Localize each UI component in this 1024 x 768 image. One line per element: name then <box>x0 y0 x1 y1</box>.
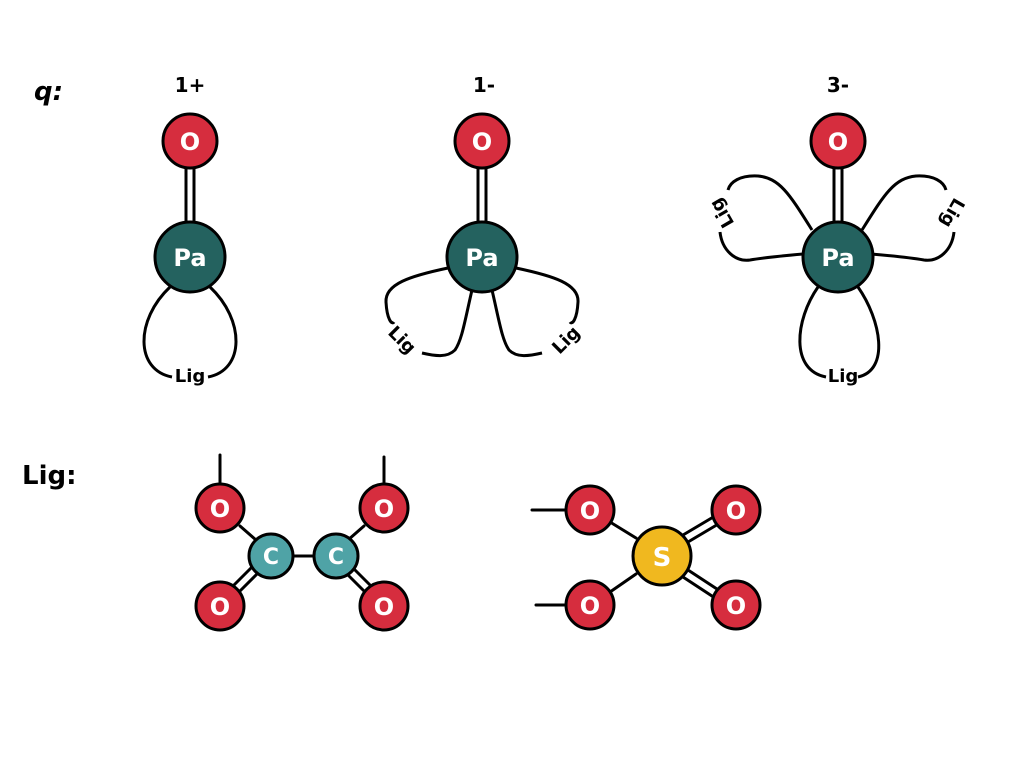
oxygen-atom <box>194 580 246 632</box>
single-bond <box>608 572 638 594</box>
carbon-atom-label: C <box>328 545 344 570</box>
ligand-loop-2a <box>384 266 474 358</box>
ligand-label-3b: Lig <box>935 194 968 231</box>
oxygen-atom <box>194 482 246 534</box>
oxygen-atom-label: O <box>472 128 492 156</box>
double-bond <box>686 521 722 544</box>
double-bond <box>686 568 722 593</box>
ligand-label-1a: Lig <box>175 366 206 387</box>
ligand-label-2b: Lig <box>548 322 584 358</box>
ligand-label-3a: Lig <box>706 194 739 231</box>
oxygen-atom <box>564 484 616 536</box>
ligand-label-3c: Lig <box>828 366 859 387</box>
double-bond <box>232 564 255 587</box>
carbon-atom <box>247 532 295 580</box>
carbon-atom <box>312 532 360 580</box>
oxygen-atom-label: O <box>726 497 746 525</box>
ligand-loop-3a <box>718 174 814 262</box>
oxygen-atom <box>358 482 410 534</box>
single-bond <box>238 524 258 542</box>
oxygen-atom-label: O <box>180 128 200 156</box>
oxygen-atom-label: O <box>828 128 848 156</box>
sulfur-atom <box>631 525 693 587</box>
oxygen-atom <box>453 112 511 170</box>
charge-label-1: 1+ <box>175 73 206 97</box>
oxygen-atom-label: O <box>210 593 230 621</box>
ligand-row-label: Lig: <box>22 461 77 491</box>
sulfate-ligand: O O O O S <box>530 484 762 631</box>
oxygen-atom <box>358 580 410 632</box>
protactinium-atom-label: Pa <box>465 244 498 272</box>
oxygen-atom-label: O <box>374 495 394 523</box>
oxygen-atom <box>710 579 762 631</box>
ligand-loop-3b <box>860 174 956 262</box>
oxygen-atom <box>564 579 616 631</box>
ligand-loop-1 <box>142 285 238 379</box>
oxalate-ligand: O O O O C C <box>194 453 410 632</box>
complex-3: 3- Lig Lig Lig O Pa <box>706 73 969 387</box>
oxygen-atom <box>809 112 867 170</box>
protactinium-atom <box>153 220 227 294</box>
double-bond <box>681 575 717 600</box>
oxygen-atom-label: O <box>374 593 394 621</box>
oxygen-atom-label: O <box>210 495 230 523</box>
ligand-label-2a: Lig <box>383 322 419 358</box>
protactinium-atom-label: Pa <box>173 244 206 272</box>
oxygen-atom <box>710 484 762 536</box>
protactinium-atom <box>445 220 519 294</box>
oxygen-atom-label: O <box>580 592 600 620</box>
double-bond <box>681 514 717 537</box>
double-bond <box>238 570 261 593</box>
ligand-loop-2b <box>490 266 580 358</box>
protactinium-atom <box>801 220 875 294</box>
oxygen-atom-label: O <box>580 497 600 525</box>
single-bond <box>608 520 638 540</box>
ligand-loop-3c <box>798 286 881 379</box>
oxygen-atom <box>161 112 219 170</box>
sulfur-atom-label: S <box>653 543 672 573</box>
complex-2: 1- Lig Lig O Pa <box>383 73 584 359</box>
oxygen-atom-label: O <box>726 592 746 620</box>
complex-1: 1+ Lig O Pa <box>142 73 238 387</box>
carbon-atom-label: C <box>263 545 279 570</box>
protactinium-atom-label: Pa <box>821 244 854 272</box>
charge-row-label: q: <box>34 77 63 107</box>
charge-label-2: 1- <box>473 73 495 97</box>
charge-label-3: 3- <box>827 73 849 97</box>
